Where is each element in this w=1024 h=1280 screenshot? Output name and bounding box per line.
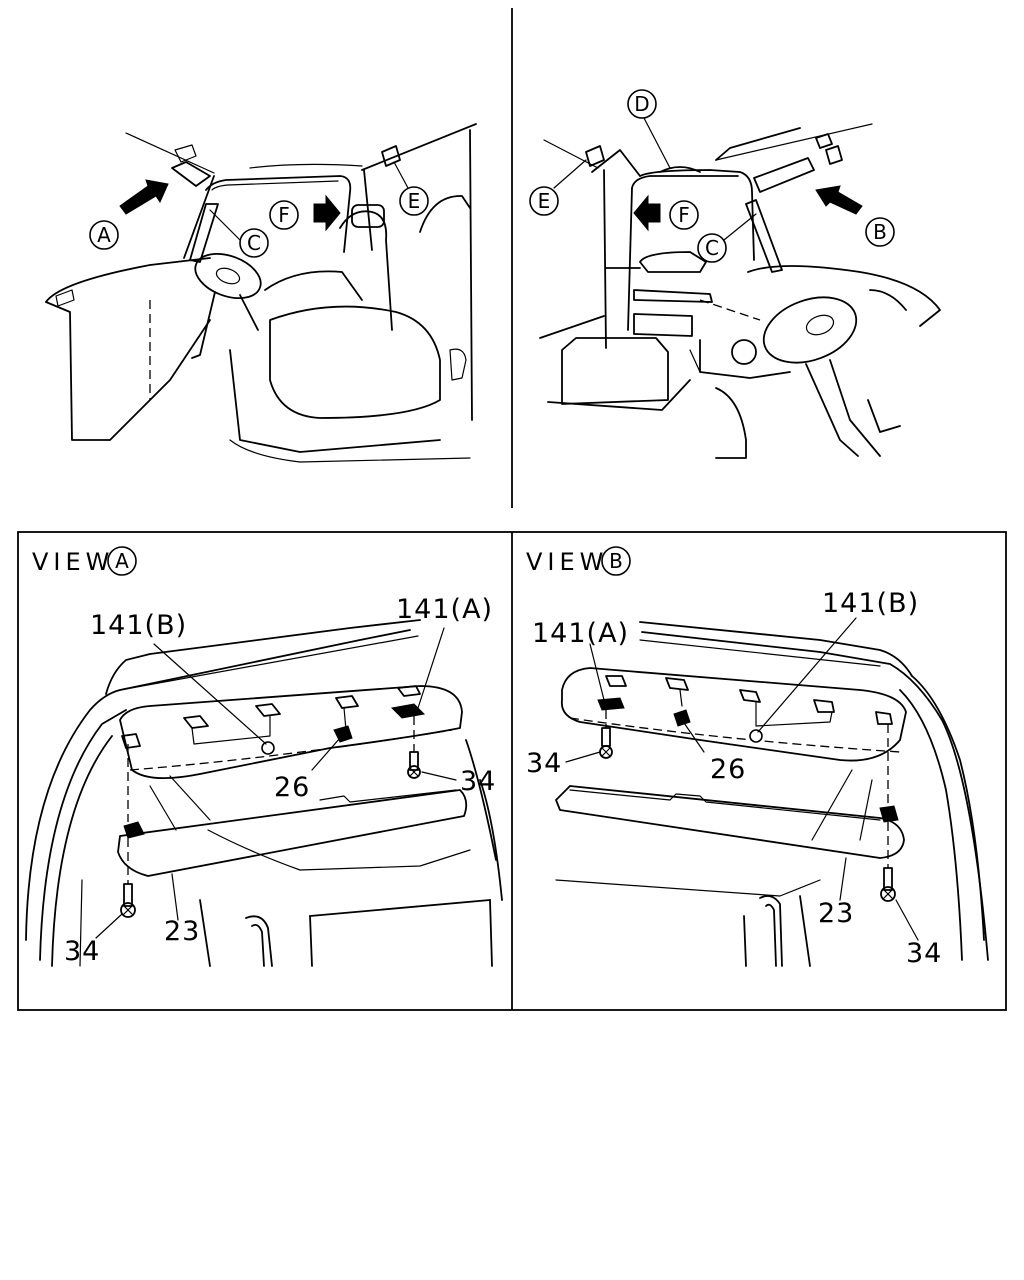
view-b-label-23: 23 bbox=[818, 898, 854, 929]
view-a-label-141b: 141(B) bbox=[90, 610, 187, 641]
view-a-label-34-upper: 34 bbox=[460, 766, 496, 797]
view-b-label-141b: 141(B) bbox=[822, 588, 919, 619]
view-b-title: VIEW B bbox=[526, 546, 631, 576]
view-b-label-26: 26 bbox=[710, 754, 746, 785]
view-a-title: VIEW A bbox=[32, 546, 137, 576]
view-arrow-b bbox=[815, 185, 863, 215]
svg-text:E: E bbox=[538, 189, 551, 213]
view-b-leader-23 bbox=[839, 857, 847, 901]
svg-text:E: E bbox=[408, 189, 421, 213]
view-b-label-34-lower: 34 bbox=[906, 938, 942, 969]
view-a-leader-141a bbox=[417, 627, 445, 709]
svg-text:B: B bbox=[873, 220, 887, 244]
svg-text:C: C bbox=[705, 236, 719, 260]
view-a-label-141a: 141(A) bbox=[396, 594, 493, 625]
direction-arrow-f-left bbox=[633, 194, 661, 232]
view-b-leader-34-upper bbox=[565, 751, 601, 763]
view-a-leader-141b bbox=[153, 643, 267, 745]
view-b-label-141a: 141(A) bbox=[532, 618, 629, 649]
view-arrow-a bbox=[119, 179, 169, 215]
svg-text:B: B bbox=[609, 549, 623, 573]
view-b-leader-34-lower bbox=[895, 899, 919, 941]
svg-text:VIEW: VIEW bbox=[32, 548, 114, 576]
svg-text:F: F bbox=[278, 203, 290, 227]
svg-text:F: F bbox=[678, 203, 690, 227]
callout-b: B bbox=[865, 217, 895, 247]
view-a-leader-34-upper bbox=[421, 771, 457, 781]
view-a-label-23: 23 bbox=[164, 916, 200, 947]
view-a-label-26: 26 bbox=[274, 772, 310, 803]
view-a-leader-34-lower bbox=[95, 913, 123, 939]
svg-text:A: A bbox=[97, 223, 111, 247]
callout-a: A bbox=[89, 220, 119, 250]
top-right-cab-illustration bbox=[539, 123, 941, 459]
direction-arrow-f-right bbox=[313, 194, 341, 232]
svg-text:D: D bbox=[634, 92, 649, 116]
callout-e-left: E bbox=[393, 161, 429, 216]
view-b-label-34-upper: 34 bbox=[526, 748, 562, 779]
top-left-cab-illustration bbox=[45, 123, 477, 463]
callout-f-left: F bbox=[269, 200, 299, 230]
view-b-panel: VIEW B bbox=[526, 546, 989, 969]
view-a-label-34-lower: 34 bbox=[64, 936, 100, 967]
view-a-panel: VIEW A bbox=[25, 546, 503, 967]
view-a-leader-26 bbox=[311, 737, 341, 771]
callout-c-right: C bbox=[697, 213, 757, 263]
svg-text:VIEW: VIEW bbox=[526, 548, 608, 576]
view-a-leader-23 bbox=[171, 873, 179, 921]
svg-text:A: A bbox=[115, 549, 129, 573]
view-b-leader-141b bbox=[757, 617, 857, 733]
callout-d: D bbox=[627, 89, 671, 169]
view-b-leader-141a bbox=[589, 643, 605, 701]
callout-f-right: F bbox=[669, 200, 699, 230]
callout-c-left: C bbox=[209, 209, 269, 258]
callout-e-right: E bbox=[529, 159, 587, 216]
view-b-leader-26 bbox=[681, 719, 705, 753]
svg-text:C: C bbox=[247, 231, 261, 255]
view-a-roof-illustration bbox=[25, 619, 503, 967]
view-b-roof-illustration bbox=[555, 621, 989, 967]
